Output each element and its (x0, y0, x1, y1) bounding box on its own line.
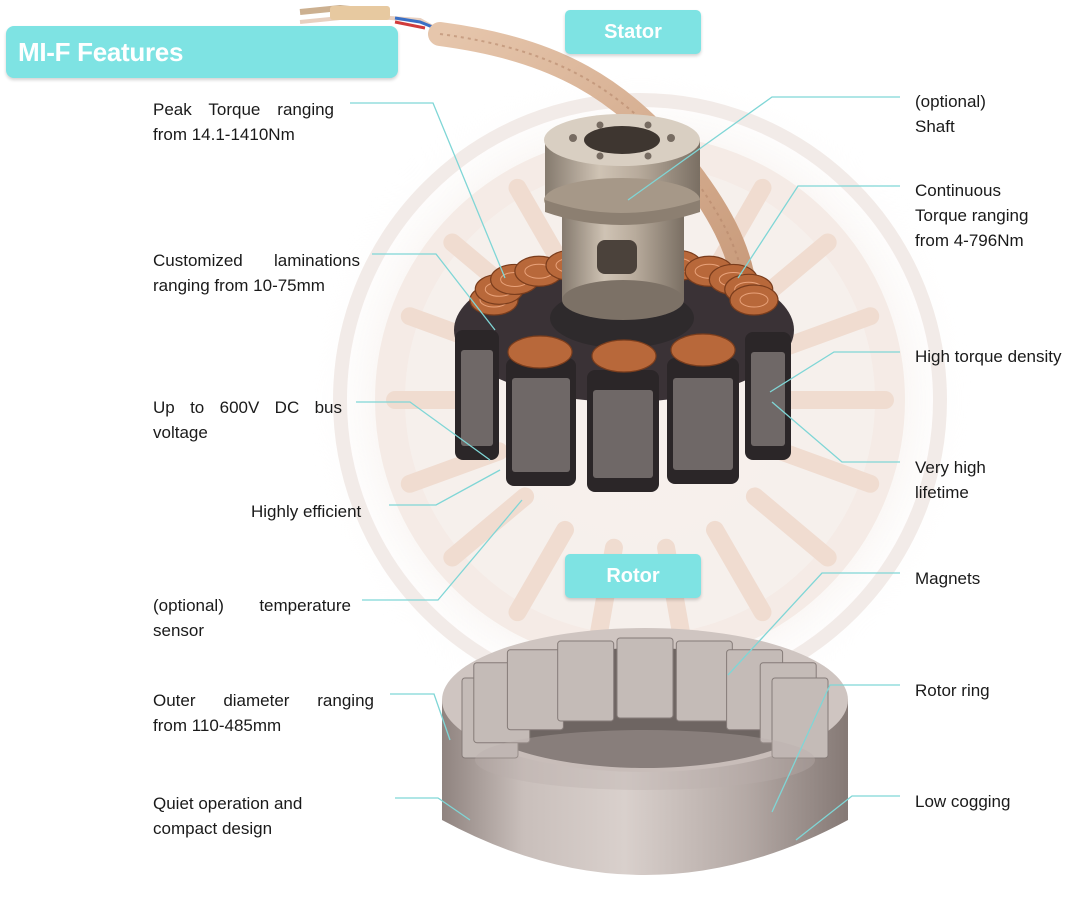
leader-line-peak-torque (350, 102, 506, 279)
background-coil (706, 520, 772, 622)
shaft-hub (544, 114, 700, 320)
label-continuous-torque: Continuous Torque ranging from 4-796Nm (915, 181, 1029, 250)
rotor-magnet (557, 640, 615, 722)
leader-line-magnets (727, 572, 900, 676)
label-quiet-operation: Quiet operation and compact design (153, 794, 303, 838)
label-outer-diameter: Outer diameter ranging from 110-485mm (153, 691, 374, 735)
label-efficient: Highly efficient (251, 502, 362, 521)
copper-coil (670, 333, 736, 367)
label-shaft: (optional) Shaft (915, 92, 986, 136)
page-title: MI-F Features (6, 26, 398, 78)
label-temperature: (optional) temperature sensor (153, 596, 351, 640)
label-dc-bus: Up to 600V DC bus voltage (153, 398, 342, 442)
background-coil (508, 520, 574, 622)
stator (454, 114, 794, 492)
background-coil (771, 442, 880, 493)
label-magnets: Magnets (915, 569, 981, 588)
rotor-magnet (506, 649, 564, 731)
background-coil (443, 487, 535, 567)
label-peak-torque: Peak Torque ranging from 14.1-1410Nm (153, 100, 334, 144)
leader-line-efficient (389, 469, 501, 506)
leader-line-lifetime (771, 401, 900, 463)
rotor-badge: Rotor (565, 554, 701, 598)
rotor-magnet (771, 677, 829, 759)
leader-line-outer-diameter (390, 693, 451, 741)
leader-line-torque-density (769, 351, 900, 393)
background-coil (745, 487, 837, 567)
stator-badge: Stator (565, 10, 701, 54)
label-rotor-ring: Rotor ring (915, 681, 990, 700)
leader-lines (350, 96, 900, 841)
label-lifetime: Very high lifetime (915, 458, 986, 502)
leader-line-laminations (372, 253, 496, 331)
copper-coil (729, 284, 779, 316)
leader-line-cogging (795, 795, 900, 841)
leader-line-continuous-torque (737, 185, 900, 279)
rotor (442, 628, 848, 875)
leader-line-rotor-ring (771, 684, 900, 813)
leader-line-dc-bus (356, 401, 491, 461)
rotor-magnet (616, 637, 674, 719)
leader-line-quiet (395, 797, 471, 821)
leader-line-temperature (362, 499, 523, 601)
copper-coil (507, 335, 573, 369)
label-low-cogging: Low cogging (915, 792, 1011, 811)
rotor-magnet (675, 640, 733, 722)
label-laminations: Customized laminations ranging from 10-7… (153, 251, 360, 295)
leader-line-shaft (627, 96, 900, 201)
background-coil (771, 307, 880, 358)
copper-coil (591, 339, 657, 373)
label-torque-density: High torque density (915, 347, 1062, 366)
